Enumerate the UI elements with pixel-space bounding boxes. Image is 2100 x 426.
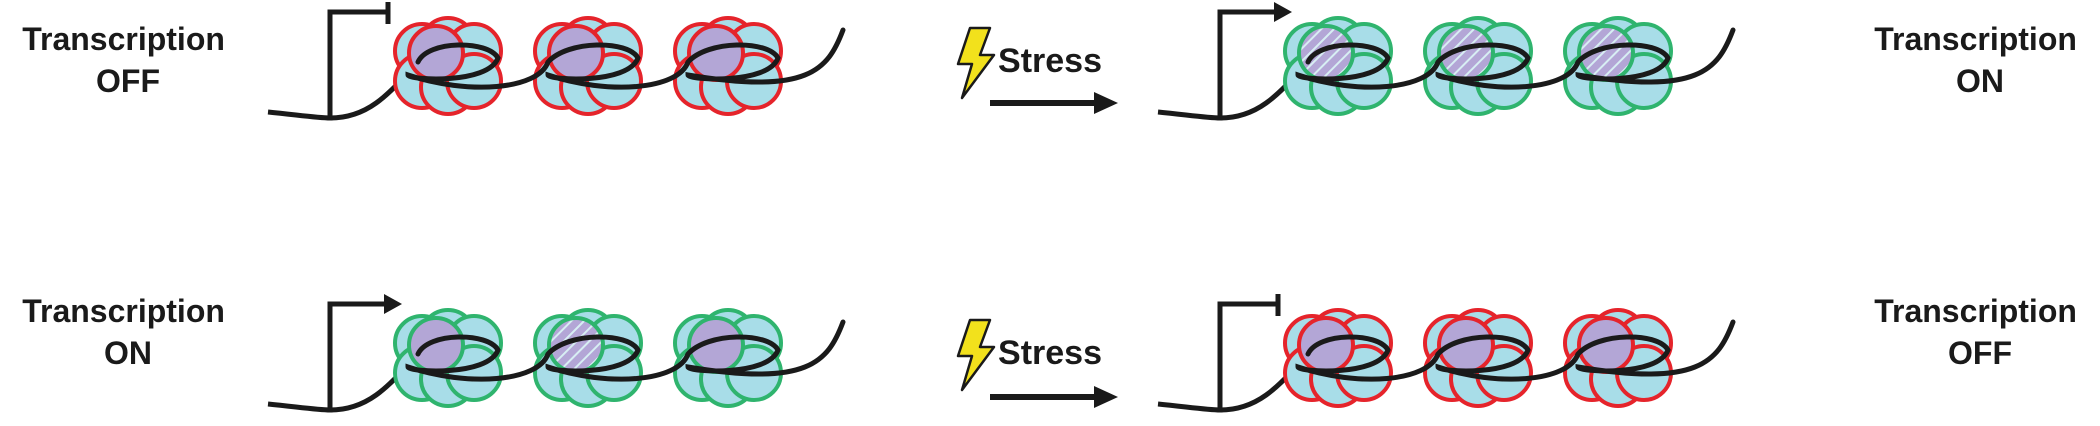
- row-1-left-label-line1: Transcription: [22, 21, 225, 57]
- row-2-right-label-line2: OFF: [1948, 335, 2012, 371]
- dna-wrap: [1295, 319, 1736, 382]
- row-1-right-label-line1: Transcription: [1874, 21, 2077, 57]
- nucleosome-icon: [1563, 308, 1673, 408]
- row-1-left-label-line2: OFF: [96, 63, 160, 99]
- promoter-blocked-icon: [1157, 294, 1281, 413]
- nucleosome-icon: [1423, 308, 1533, 408]
- dna-wrap: [405, 27, 846, 90]
- row-1-right-label: Transcription ON: [1874, 21, 2086, 99]
- nucleosome-icon: [393, 308, 503, 408]
- nucleosome-icon: [673, 308, 783, 408]
- row-2-right-construct: [1157, 294, 1736, 413]
- nucleosome-icon: [393, 16, 503, 116]
- promoter-blocked-icon: [267, 2, 391, 121]
- row-1-stress-label: Stress: [998, 42, 1102, 80]
- row-2-right-label-line1: Transcription: [1874, 293, 2077, 329]
- lightning-bolt-icon: [956, 318, 996, 392]
- row-1: Transcription OFF Stress Transcription O…: [22, 2, 2086, 121]
- dna-wrap: [405, 319, 846, 382]
- nucleosome-icon: [1423, 16, 1533, 116]
- nucleosome-icon: [673, 16, 783, 116]
- row-2-right-label: Transcription OFF: [1874, 293, 2086, 371]
- row-2-left-label-line2: ON: [104, 335, 152, 371]
- row-2-left-label: Transcription ON: [22, 293, 234, 371]
- modified-histone: [407, 316, 465, 374]
- modified-histone: [1297, 24, 1355, 82]
- row-1-right-construct: [1157, 2, 1736, 121]
- right-arrow-icon: [990, 386, 1118, 408]
- modified-histone: [407, 24, 465, 82]
- nucleosome-icon: [1283, 16, 1393, 116]
- row-2-stress-label: Stress: [998, 334, 1102, 372]
- row-2-left-label-line1: Transcription: [22, 293, 225, 329]
- nucleosome-icon: [533, 308, 643, 408]
- nucleosome-icon: [1563, 16, 1673, 116]
- nucleosome-icon: [1283, 308, 1393, 408]
- row-2: Transcription ON Stress Transcription OF…: [22, 293, 2086, 413]
- row-2-left-construct: [267, 294, 846, 413]
- lightning-bolt-icon: [956, 26, 996, 100]
- modified-histone: [1297, 316, 1355, 374]
- row-1-left-construct: [267, 2, 846, 121]
- right-arrow-icon: [990, 92, 1118, 114]
- row-1-right-label-line2: ON: [1956, 63, 2004, 99]
- nucleosome-icon: [533, 16, 643, 116]
- row-1-left-label: Transcription OFF: [22, 21, 234, 99]
- dna-wrap: [1295, 27, 1736, 90]
